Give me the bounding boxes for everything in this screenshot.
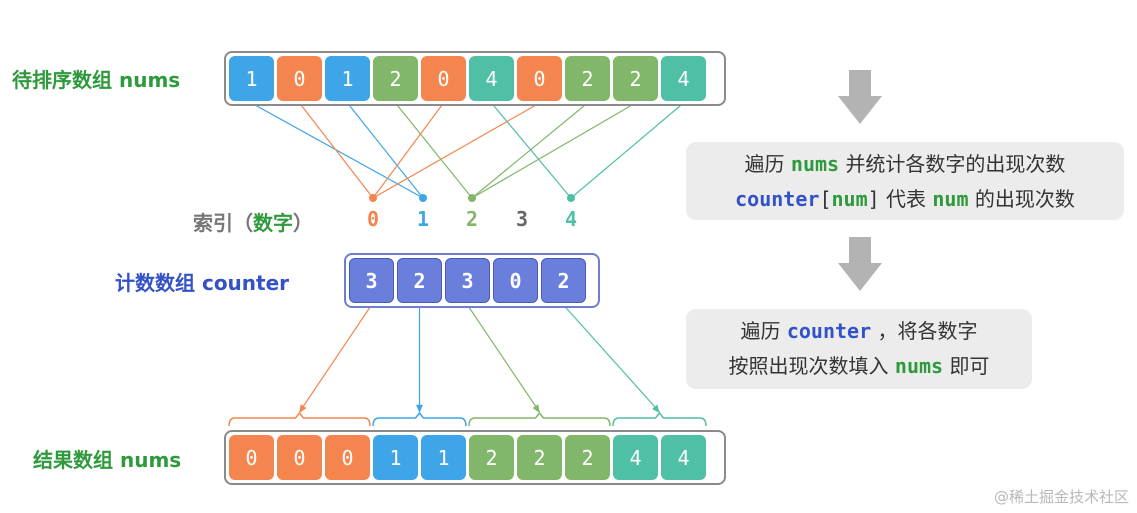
step2-note: 遍历 counter ，将各数字 按照出现次数填入 nums 即可 — [686, 309, 1032, 389]
arrow-head — [299, 404, 307, 413]
count-line — [395, 102, 473, 199]
result-array-label: 结果数组 nums — [33, 448, 182, 472]
step1-note: 遍历 nums 并统计各数字的出现次数 counter[num] 代表 num … — [686, 142, 1124, 220]
index-digit: 3 — [515, 207, 529, 231]
fill-arrow — [299, 304, 372, 413]
input-array-cell: 0 — [277, 56, 322, 101]
counter-cell: 2 — [541, 258, 586, 303]
counter-cell: 3 — [349, 258, 394, 303]
arrow-head — [652, 404, 660, 413]
input-array-label: 待排序数组 nums — [12, 68, 181, 92]
result-array-cell: 2 — [517, 435, 562, 480]
result-array-cell: 2 — [565, 435, 610, 480]
input-array-cell: 4 — [469, 56, 514, 101]
index-digit: 4 — [564, 207, 578, 231]
fill-arrow — [563, 304, 660, 413]
index-digit: 2 — [465, 207, 479, 231]
count-line — [471, 102, 588, 199]
index-label: 索引（数字） — [193, 207, 313, 236]
group-brace — [228, 411, 371, 427]
count-line — [491, 102, 572, 199]
result-array-cell: 1 — [373, 435, 418, 480]
result-array-cell: 1 — [421, 435, 466, 480]
index-dot — [567, 194, 575, 202]
step2-line1: 遍历 counter ，将各数字 — [740, 319, 978, 343]
fill-arrow — [467, 304, 540, 413]
index-digit: 1 — [416, 207, 430, 231]
index-digit: 0 — [366, 207, 380, 231]
step1-line1: 遍历 nums 并统计各数字的出现次数 — [744, 152, 1066, 176]
result-array-cell: 4 — [613, 435, 658, 480]
arrow-head — [532, 404, 540, 413]
input-array-cell: 4 — [661, 56, 706, 101]
count-line — [570, 102, 684, 199]
count-line — [471, 102, 636, 199]
input-array-cell: 2 — [373, 56, 418, 101]
count-line — [372, 102, 540, 199]
result-array-cell: 2 — [469, 435, 514, 480]
result-array-cell: 0 — [229, 435, 274, 480]
count-line — [299, 102, 374, 199]
input-array-cell: 0 — [421, 56, 466, 101]
arrow-head — [416, 404, 423, 413]
down-arrow-icon — [838, 70, 882, 124]
index-dot — [419, 194, 427, 202]
down-arrow-icon — [838, 237, 882, 291]
watermark: @稀土掘金技术社区 — [993, 488, 1129, 506]
step1-line2: counter[num] 代表 num 的出现次数 — [735, 187, 1075, 211]
count-line — [372, 102, 444, 199]
result-array-cell: 4 — [661, 435, 706, 480]
input-array-cell: 2 — [613, 56, 658, 101]
count-line — [251, 102, 424, 199]
count-line — [347, 102, 424, 199]
input-array-cell: 1 — [325, 56, 370, 101]
input-array-cell: 0 — [517, 56, 562, 101]
counter-array-label: 计数数组 counter — [115, 271, 290, 295]
index-dot — [369, 194, 377, 202]
counter-cell: 2 — [397, 258, 442, 303]
group-brace — [612, 411, 707, 427]
input-array-cell: 1 — [229, 56, 274, 101]
step2-line2: 按照出现次数填入 nums 即可 — [728, 354, 990, 378]
counter-cell: 0 — [493, 258, 538, 303]
index-dot — [468, 194, 476, 202]
result-array-cell: 0 — [277, 435, 322, 480]
result-array-cell: 0 — [325, 435, 370, 480]
input-array-cell: 2 — [565, 56, 610, 101]
group-brace — [372, 411, 467, 427]
counter-cell: 3 — [445, 258, 490, 303]
index-label-text: 索引（数字） — [193, 211, 313, 235]
group-brace — [468, 411, 611, 427]
